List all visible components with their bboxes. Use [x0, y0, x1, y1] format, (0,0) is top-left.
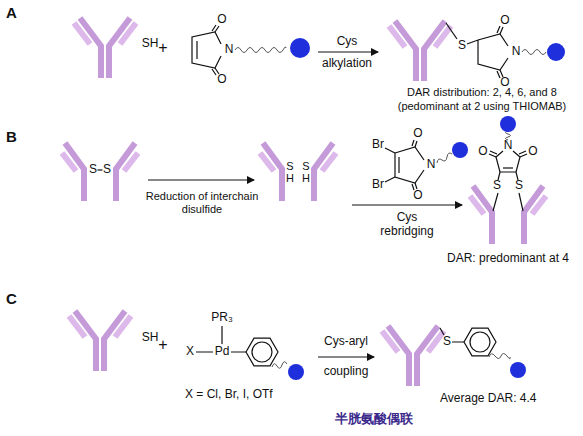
atom-label: O	[528, 145, 537, 159]
plus-sign: +	[158, 39, 167, 57]
panel-letter: C	[6, 290, 17, 307]
arrow-label: Reduction of interchain disulfide	[142, 190, 262, 215]
atom-label: O	[413, 127, 422, 141]
arrow-label: alkylation	[322, 57, 372, 71]
atom-label: S	[458, 39, 466, 53]
note-text: (pedominant at 2 using THIOMAB)	[398, 100, 567, 113]
note-text: DAR: predominant at 4	[447, 252, 569, 266]
atom-label: PR₃	[211, 311, 233, 325]
arrow-label: Cys	[337, 35, 358, 49]
panel-letter: B	[6, 128, 17, 145]
atom-label: Pd	[215, 345, 230, 359]
note-text: X = Cl, Br, I, OTf	[185, 388, 273, 402]
atom-label: O	[217, 73, 226, 87]
atom-label: S	[515, 179, 523, 193]
atom-label: Br	[372, 178, 384, 192]
atom-label: N	[225, 43, 234, 57]
atom-label: SH	[301, 160, 312, 184]
atom-label: S	[103, 163, 111, 177]
atom-label: X	[186, 345, 194, 359]
note-text: DAR distribution: 2, 4, 6, and 8	[407, 86, 557, 99]
note-text: Average DAR: 4.4	[440, 392, 537, 406]
atom-label: Br	[372, 138, 384, 152]
atom-label: O	[413, 189, 422, 203]
atom-label: N	[504, 139, 513, 153]
atom-label: O	[217, 13, 226, 27]
atom-label: O	[500, 14, 509, 28]
bonds	[98, 23, 528, 366]
payloads	[288, 38, 565, 380]
atom-label: N	[427, 158, 436, 172]
arrow-label: Cys rebridging	[372, 211, 442, 239]
atom-label: SH	[142, 37, 159, 51]
arrow-label: Cys-aryl	[324, 335, 368, 349]
antibodies	[62, 18, 546, 386]
atom-label: S	[443, 335, 451, 349]
atom-label: SH	[142, 331, 159, 345]
panel-letter: A	[6, 4, 17, 21]
arrow-label: coupling	[324, 365, 369, 379]
atom-label: S	[493, 179, 501, 193]
watermark: 半胱氨酸偶联	[335, 412, 413, 427]
plus-sign: +	[158, 336, 167, 354]
atom-label: SH	[285, 160, 296, 184]
atom-label: N	[512, 45, 521, 59]
atom-label: S	[89, 163, 97, 177]
atom-label: O	[478, 145, 487, 159]
